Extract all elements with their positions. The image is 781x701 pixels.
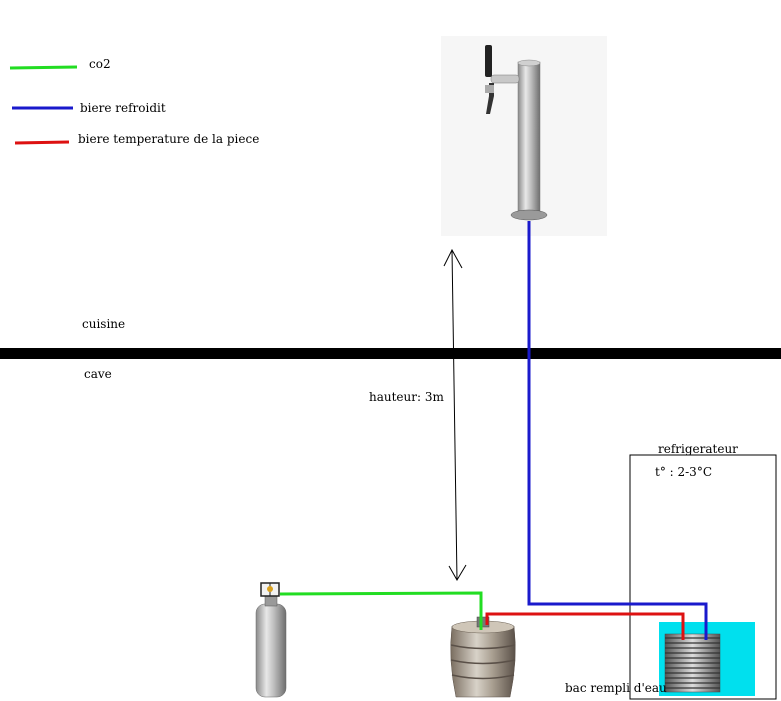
floor-divider — [0, 348, 781, 359]
refrigerator-box — [629, 454, 777, 700]
upper-floor-label: cuisine — [82, 317, 125, 331]
legend: co2 biere refroidit biere temperature de… — [9, 57, 259, 146]
legend-cold-beer-label: biere refroidit — [80, 101, 166, 115]
cold-beer-line — [527, 221, 708, 640]
height-label: hauteur: 3m — [369, 390, 444, 404]
water-tank-label: bac rempli d'eau — [565, 681, 667, 695]
legend-co2-label: co2 — [89, 57, 111, 71]
height-arrow — [443, 248, 467, 581]
co2-line — [279, 591, 483, 630]
lower-floor-label: cave — [84, 367, 112, 381]
legend-room-beer-swatch — [14, 140, 70, 145]
legend-co2-swatch — [9, 65, 78, 70]
beer-tower-image — [441, 36, 607, 236]
co2-cylinder-image — [255, 582, 287, 698]
legend-room-beer-label: biere temperature de la piece — [78, 132, 259, 146]
refrigerator-temperature: t° : 2-3°C — [655, 465, 712, 479]
refrigerator-title: refrigerateur — [658, 442, 738, 456]
cooling-coil — [664, 633, 721, 693]
room-temperature-beer-line — [485, 612, 685, 640]
keg-image — [450, 616, 516, 698]
